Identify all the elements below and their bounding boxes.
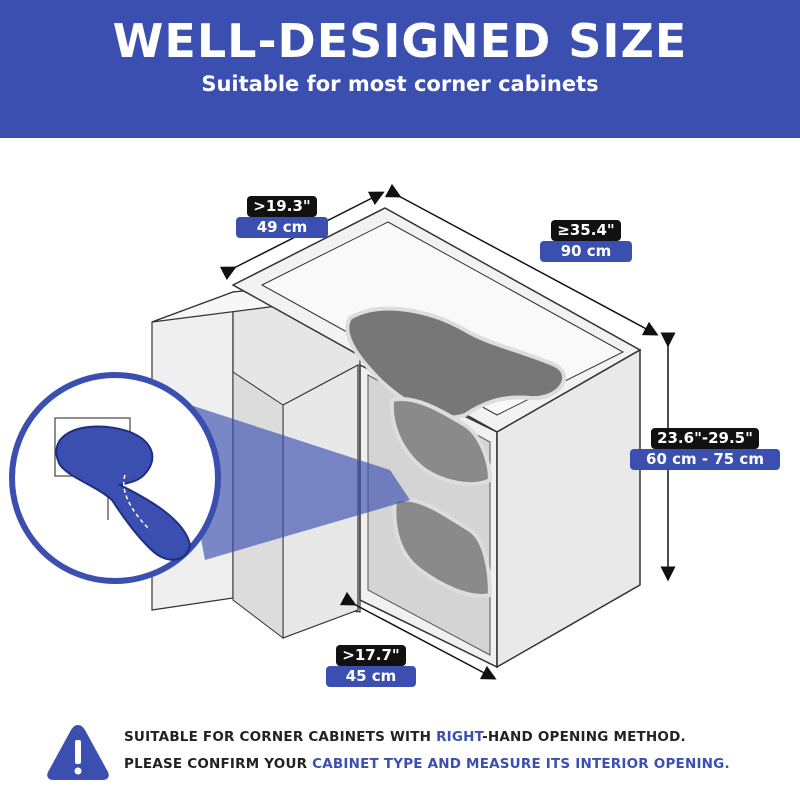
width-imperial: ≥35.4"	[551, 220, 621, 241]
width-dimension-label: ≥35.4" 90 cm	[540, 220, 632, 262]
middle-tray	[389, 397, 493, 487]
page-title: WELL-DESIGNED SIZE	[112, 14, 688, 68]
header-banner: WELL-DESIGNED SIZE Suitable for most cor…	[0, 0, 800, 138]
notice-highlight-cabinet: CABINET TYPE AND MEASURE ITS INTERIOR OP…	[312, 756, 730, 772]
notice-highlight-right: RIGHT	[436, 729, 483, 745]
page-subtitle: Suitable for most corner cabinets	[201, 72, 599, 96]
notice-line-2: PLEASE CONFIRM YOUR CABINET TYPE AND MEA…	[124, 756, 730, 772]
notice-line-1: SUITABLE FOR CORNER CABINETS WITH RIGHT-…	[124, 729, 686, 745]
depth-dimension-label: >19.3" 49 cm	[236, 196, 328, 238]
magnifier-beam	[175, 400, 410, 560]
warning-triangle-icon	[47, 725, 109, 780]
door-width-dimension-line	[339, 591, 497, 680]
right-cabinet-side	[496, 348, 641, 669]
door-width-imperial: >17.7"	[336, 645, 406, 666]
door-width-dimension-label: >17.7" 45 cm	[326, 645, 416, 687]
width-metric: 90 cm	[540, 241, 632, 262]
cabinet-illustration	[9, 183, 676, 680]
width-dimension-line	[384, 183, 659, 336]
height-dimension-label: 23.6"-29.5" 60 cm - 75 cm	[630, 428, 780, 470]
door-width-metric: 45 cm	[326, 666, 416, 687]
depth-imperial: >19.3"	[247, 196, 317, 217]
height-metric: 60 cm - 75 cm	[630, 449, 780, 470]
depth-metric: 49 cm	[236, 217, 328, 238]
height-imperial: 23.6"-29.5"	[651, 428, 759, 449]
